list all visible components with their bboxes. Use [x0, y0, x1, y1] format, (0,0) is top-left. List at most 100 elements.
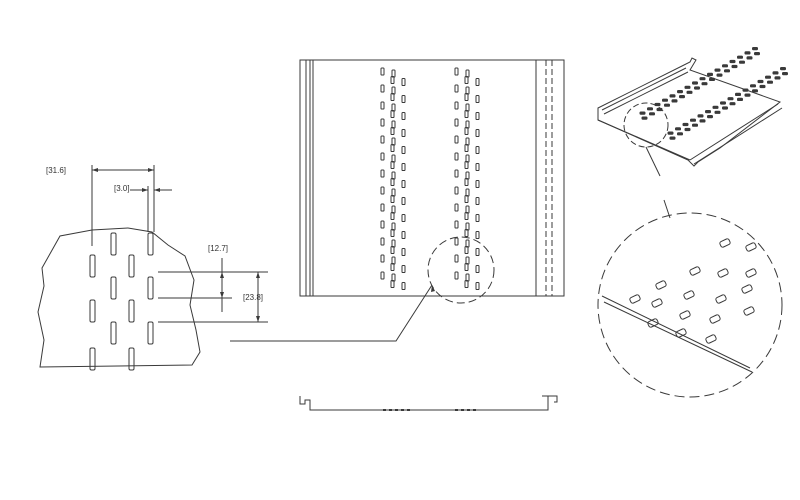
enlarged-louver-slot	[655, 280, 667, 290]
panel-slot	[464, 178, 469, 186]
panel-slot	[475, 146, 480, 154]
isometric-slot	[731, 64, 738, 69]
panel-slot	[475, 112, 480, 120]
isometric-slot	[714, 68, 721, 72]
isometric-slot	[679, 95, 685, 99]
isometric-slot	[767, 80, 773, 84]
enlarged-louver-slot	[745, 268, 757, 278]
isometric-slot	[722, 106, 728, 110]
isometric-slot	[716, 73, 723, 77]
panel-slot	[401, 163, 406, 171]
panel-slot	[401, 129, 406, 137]
enlarged-louver-slot	[743, 306, 755, 316]
isometric-slot	[639, 111, 646, 115]
panel-slot	[465, 120, 470, 129]
isometric-slot	[667, 131, 674, 135]
panel-slot	[465, 137, 470, 146]
panel-slot	[475, 163, 480, 171]
detail-slot	[147, 321, 154, 345]
enlarged-louver-slots	[629, 238, 757, 344]
panel-slot	[475, 231, 480, 239]
dimension-label-12-7: [12.7]	[208, 244, 228, 253]
panel-slot	[401, 95, 406, 103]
isometric-slot	[684, 85, 691, 89]
enlarged-louver-slot	[745, 242, 757, 252]
panel-slot	[391, 69, 396, 78]
panel-slot	[454, 169, 459, 178]
isometric-slot	[664, 103, 670, 107]
isometric-slot	[677, 90, 683, 94]
panel-slot	[401, 214, 406, 222]
panel-slot	[475, 197, 480, 205]
panel-slot	[391, 188, 396, 197]
panel-slot	[465, 273, 470, 282]
panel-slot	[391, 222, 396, 231]
panel-slot	[464, 263, 469, 271]
isometric-slot	[699, 119, 706, 123]
detail-slot	[147, 232, 154, 256]
isometric-slot	[757, 79, 764, 84]
enlarged-louver-slot	[741, 284, 753, 294]
panel-slot	[401, 146, 406, 154]
panel-slot	[475, 180, 480, 188]
panel-slot	[454, 135, 459, 144]
detail-slot-pattern	[89, 232, 154, 371]
panel-slot	[465, 154, 470, 163]
isometric-slot	[765, 75, 771, 79]
enlarged-slot-detail	[597, 199, 783, 398]
panel-slot	[465, 188, 470, 197]
enlarged-louver-slot	[689, 266, 701, 276]
panel-slot	[454, 152, 459, 161]
panel-slot	[380, 203, 385, 212]
isometric-slot	[686, 90, 693, 94]
panel-slot	[464, 110, 469, 118]
isometric-slot	[746, 56, 753, 60]
isometric-slot	[780, 67, 786, 71]
panel-slot	[464, 280, 469, 288]
enlarged-louver-slot	[675, 328, 687, 338]
panel-slot	[380, 152, 385, 161]
panel-slot	[464, 195, 469, 203]
panel-slot	[390, 195, 395, 203]
panel-slot	[454, 254, 459, 263]
panel-vent-slots	[380, 67, 480, 290]
isometric-slot	[752, 89, 758, 93]
isometric-slot	[735, 92, 741, 97]
panel-slot	[390, 76, 395, 84]
panel-slot	[454, 67, 459, 76]
isometric-slot	[647, 107, 653, 111]
panel-slot	[391, 239, 396, 248]
enlarged-louver-slot	[683, 290, 695, 300]
detail-callout-circle	[427, 236, 495, 304]
panel-slot	[380, 254, 385, 263]
isometric-slot	[690, 118, 696, 122]
panel-slot	[391, 154, 396, 163]
enlarged-louver-slot	[647, 318, 659, 328]
panel-slot	[401, 265, 406, 273]
panel-slot	[380, 118, 385, 127]
isometric-slot	[782, 72, 788, 76]
panel-slot	[391, 120, 396, 129]
panel-slot	[401, 112, 406, 120]
panel-slot	[454, 271, 459, 280]
dimension-label-23-8: [23.8]	[243, 293, 263, 302]
enlarged-louver-slot	[679, 310, 691, 320]
isometric-slot	[729, 102, 736, 106]
panel-slot	[475, 129, 480, 137]
panel-slot	[391, 137, 396, 146]
panel-slot	[454, 101, 459, 110]
panel-profile-section	[299, 395, 558, 411]
panel-slot	[465, 69, 470, 78]
isometric-slot	[697, 114, 704, 118]
isometric-callout-circle	[623, 102, 669, 148]
profile-line	[299, 395, 558, 411]
panel-slot	[391, 273, 396, 282]
isometric-slot	[694, 86, 700, 90]
panel-slot	[454, 237, 459, 246]
detail-slot	[128, 347, 135, 371]
panel-slot	[454, 118, 459, 127]
enlarged-louver-slot	[715, 294, 727, 304]
isometric-slot	[671, 99, 678, 103]
detail-leader-line	[230, 284, 433, 342]
panel-slot	[390, 110, 395, 118]
